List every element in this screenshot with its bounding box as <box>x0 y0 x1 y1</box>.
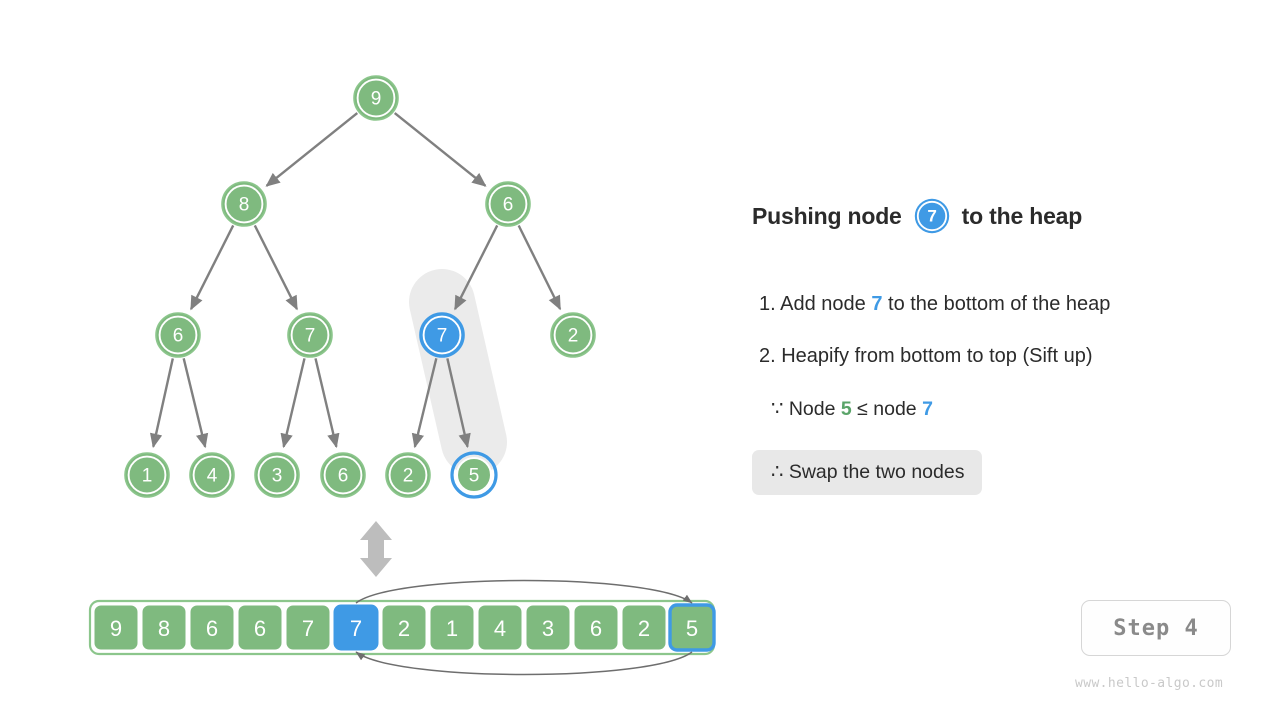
conclusion-line: ∴ Swap the two nodes <box>771 460 964 484</box>
tree-node: 5 <box>452 453 496 497</box>
array-cell-value: 5 <box>686 616 698 641</box>
tree-array-link-icon <box>360 521 392 577</box>
tree-edge <box>153 358 173 446</box>
conclusion-text: Swap the two nodes <box>783 461 964 483</box>
array-cell-value: 7 <box>302 616 314 641</box>
array-cell-value: 6 <box>590 616 602 641</box>
tree-node: 8 <box>222 182 266 226</box>
array-cell: 6 <box>190 605 234 650</box>
tree-edge <box>519 225 560 309</box>
tree-node: 2 <box>386 453 430 497</box>
reason-line: ∵ Node 5 ≤ node 7 <box>771 398 933 421</box>
step-1-prefix: 1. Add node <box>759 293 871 315</box>
tree-edge <box>395 113 486 186</box>
reason-value-a: 5 <box>841 398 852 420</box>
array-cell-value: 2 <box>398 616 410 641</box>
reason-value-b: 7 <box>922 398 933 420</box>
array-cell-value: 9 <box>110 616 122 641</box>
swap-arrow-forward <box>356 581 692 604</box>
array-cell-value: 3 <box>542 616 554 641</box>
array-cell-value: 8 <box>158 616 170 641</box>
tree-node-value: 6 <box>173 326 184 347</box>
array-cell-value: 6 <box>206 616 218 641</box>
title-node-badge-value: 7 <box>927 207 936 226</box>
tree-node: 6 <box>486 182 530 226</box>
array-cell: 8 <box>142 605 186 650</box>
conclusion-box: ∴ Swap the two nodes <box>752 450 982 495</box>
swap-arrow-backward <box>356 652 692 675</box>
tree-node-value: 3 <box>272 466 283 487</box>
panel-title: Pushing node 7 to the heap <box>752 196 1252 236</box>
array-cell-value: 4 <box>494 616 506 641</box>
tree-node: 7 <box>288 313 332 357</box>
array-cell: 2 <box>382 605 426 650</box>
tree-node: 1 <box>125 453 169 497</box>
array-cell: 9 <box>94 605 138 650</box>
array-cell: 7 <box>334 605 378 650</box>
tree-node-value: 4 <box>207 466 218 487</box>
instruction-step-1: 1. Add node 7 to the bottom of the heap <box>759 292 1110 316</box>
array-cell-value: 6 <box>254 616 266 641</box>
tree-edge <box>184 358 205 446</box>
array-cell: 4 <box>478 605 522 650</box>
tree-node: 6 <box>321 453 365 497</box>
panel-title-prefix: Pushing node <box>752 203 902 230</box>
array-cell: 6 <box>238 605 282 650</box>
array-cell-value: 2 <box>638 616 650 641</box>
tree-node-value: 7 <box>305 326 316 347</box>
tree-node-value: 2 <box>568 326 579 347</box>
tree-edge <box>284 358 305 446</box>
tree-node: 6 <box>156 313 200 357</box>
step-1-suffix: to the bottom of the heap <box>882 293 1110 315</box>
tree-edges <box>153 113 560 447</box>
tree-edge <box>455 225 497 309</box>
tree-node-value: 1 <box>142 466 153 487</box>
array-cell: 7 <box>286 605 330 650</box>
tree-node-value: 6 <box>338 466 349 487</box>
explanation-panel: Pushing node 7 to the heap 1. Add node 7… <box>752 196 1252 236</box>
array-cells: 9 8 6 6 7 7 2 1 4 3 6 2 5 <box>94 605 714 650</box>
tree-node: 9 <box>354 76 398 120</box>
reason-prefix: Node <box>783 398 840 420</box>
array-cell: 6 <box>574 605 618 650</box>
array-cell: 1 <box>430 605 474 650</box>
array-cell-value: 1 <box>446 616 458 641</box>
instruction-step-2: 2. Heapify from bottom to top (Sift up) <box>759 344 1092 368</box>
tree-node-value: 7 <box>437 326 448 347</box>
tree-edge <box>267 113 358 186</box>
because-symbol: ∵ <box>771 398 783 420</box>
tree-edge <box>255 225 297 309</box>
tree-edge <box>316 358 337 446</box>
step-badge: Step 4 <box>1081 600 1231 656</box>
step-badge-label: Step 4 <box>1113 616 1198 641</box>
panel-title-suffix: to the heap <box>962 203 1082 230</box>
reason-middle: ≤ node <box>852 398 922 420</box>
tree-nodes: 9 8 6 6 7 7 2 1 4 3 6 2 5 <box>125 76 595 497</box>
tree-node-value: 5 <box>469 466 480 487</box>
watermark: www.hello-algo.com <box>1075 676 1223 691</box>
tree-node: 4 <box>190 453 234 497</box>
tree-node-value: 6 <box>503 195 514 216</box>
tree-node-value: 2 <box>403 466 414 487</box>
tree-node: 3 <box>255 453 299 497</box>
tree-node-value: 8 <box>239 195 250 216</box>
tree-node-value: 9 <box>371 89 382 110</box>
array-cell: 3 <box>526 605 570 650</box>
step-1-value: 7 <box>871 293 882 315</box>
array-cell-value: 7 <box>350 616 362 641</box>
tree-node: 7 <box>420 313 464 357</box>
array-cell: 2 <box>622 605 666 650</box>
title-node-badge: 7 <box>913 197 951 235</box>
tree-node: 2 <box>551 313 595 357</box>
tree-edge <box>191 225 233 309</box>
array-cell: 5 <box>670 605 714 650</box>
therefore-symbol: ∴ <box>771 461 783 483</box>
